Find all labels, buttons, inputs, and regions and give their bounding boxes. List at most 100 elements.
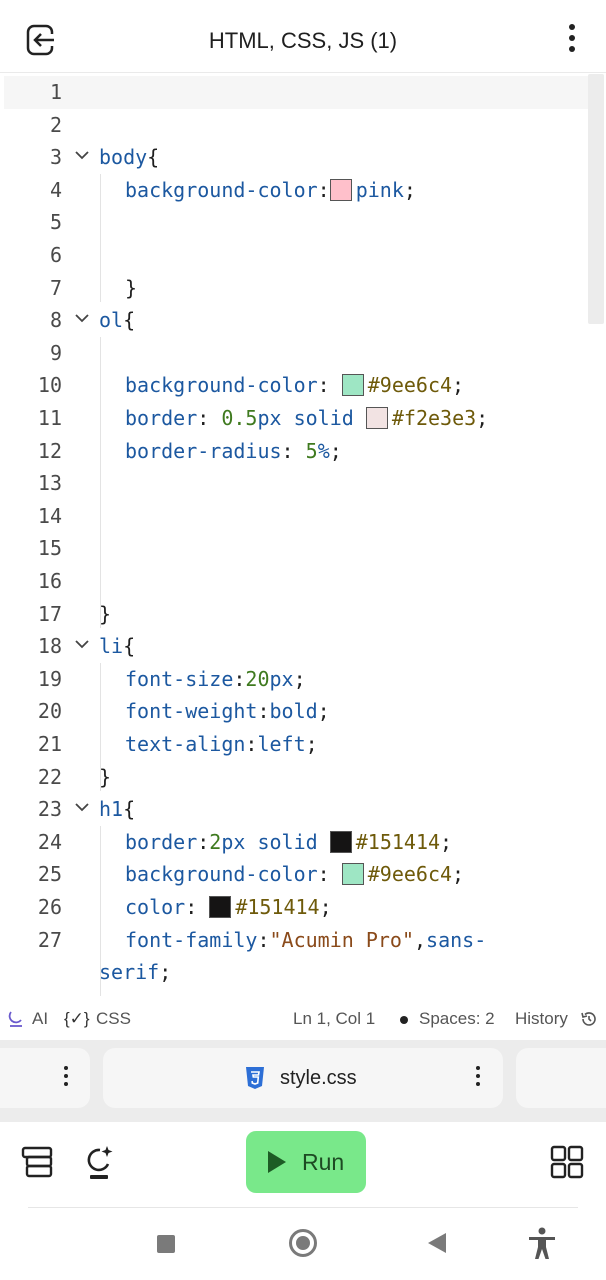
layout-panels-icon[interactable]	[20, 1142, 54, 1182]
code-line[interactable]: 5	[0, 206, 606, 239]
line-number: 17	[37, 601, 62, 626]
code-token: bold	[269, 699, 318, 724]
code-text: h1{	[99, 797, 135, 821]
file-tab-next[interactable]	[516, 1048, 606, 1108]
ai-label[interactable]: AI	[32, 1009, 49, 1028]
code-text: border:2px solid #151414;	[99, 830, 452, 854]
code-token: solid	[245, 829, 330, 854]
fold-chevron-icon[interactable]	[72, 796, 92, 816]
color-swatch[interactable]	[329, 178, 352, 201]
history-icon[interactable]	[580, 1010, 598, 1028]
code-token: background-color	[125, 177, 318, 202]
color-swatch[interactable]	[365, 407, 388, 429]
code-line[interactable]: 22}	[0, 761, 606, 794]
code-line[interactable]: serif;	[0, 956, 606, 989]
line-number: 16	[37, 569, 62, 593]
code-line[interactable]: 15	[0, 532, 606, 565]
back-icon[interactable]	[428, 1233, 446, 1253]
history-button[interactable]: History	[515, 1009, 568, 1028]
code-token: li	[99, 634, 124, 659]
code-token: ;	[305, 732, 318, 756]
run-button[interactable]: Run	[246, 1131, 366, 1193]
line-number: 18	[37, 634, 62, 659]
code-token: px	[257, 406, 282, 430]
cursor-position[interactable]: Ln 1, Col 1	[293, 1009, 376, 1028]
line-number: 19	[37, 666, 62, 691]
exit-icon[interactable]	[24, 22, 60, 58]
toolbar-divider	[28, 1207, 578, 1208]
recents-icon[interactable]	[157, 1235, 175, 1253]
grid-apps-icon[interactable]	[550, 1142, 584, 1182]
color-swatch[interactable]	[341, 374, 364, 397]
code-token: ,	[414, 927, 427, 952]
code-token: left	[257, 732, 306, 756]
code-token: ;	[476, 406, 489, 430]
color-swatch[interactable]	[341, 863, 364, 886]
line-number: 10	[37, 373, 62, 398]
ai-icon[interactable]	[8, 1010, 24, 1028]
tab-menu-icon[interactable]	[475, 1066, 481, 1090]
code-token: h1	[99, 797, 124, 822]
code-line[interactable]: 1	[4, 76, 588, 109]
code-text: font-weight:bold;	[99, 699, 330, 723]
code-token: border	[125, 829, 198, 854]
code-token: ;	[319, 895, 332, 919]
file-tab-active[interactable]: style.css	[103, 1048, 503, 1108]
code-line[interactable]: 17}	[0, 598, 606, 631]
code-line[interactable]: 13	[0, 467, 606, 500]
color-swatch[interactable]	[209, 896, 232, 918]
accessibility-icon[interactable]	[527, 1227, 557, 1261]
language-label[interactable]: CSS	[96, 1009, 131, 1028]
code-text: border-radius: 5%;	[99, 439, 342, 463]
indent-spaces[interactable]: Spaces: 2	[419, 1009, 495, 1028]
code-line[interactable]: 6	[0, 239, 606, 272]
code-token: solid	[281, 406, 366, 430]
line-number: 25	[37, 862, 62, 887]
fold-chevron-icon[interactable]	[72, 307, 92, 327]
tab-menu-icon[interactable]	[63, 1066, 69, 1090]
code-token: ;	[452, 862, 465, 887]
more-options-icon[interactable]	[568, 24, 576, 56]
code-line[interactable]: 16	[0, 565, 606, 598]
code-token: body	[99, 145, 148, 170]
code-token: :	[281, 438, 306, 463]
line-number: 13	[37, 471, 62, 496]
code-line[interactable]: 14	[0, 500, 606, 533]
file-tab-previous[interactable]	[0, 1048, 90, 1108]
color-swatch[interactable]	[329, 830, 352, 853]
code-text: }	[99, 602, 111, 626]
code-text: ol{	[99, 308, 135, 332]
language-icon: {✓}	[64, 1009, 90, 1028]
code-line[interactable]: 28font-size:2.5	[0, 989, 606, 996]
code-line[interactable]: 7}	[0, 272, 606, 305]
code-token: font-family	[125, 927, 258, 952]
code-line[interactable]: 9	[0, 337, 606, 370]
line-number: 15	[37, 536, 62, 561]
code-text: }	[99, 276, 137, 300]
code-token: sans-	[426, 927, 487, 952]
ai-assistant-icon[interactable]	[82, 1142, 116, 1182]
home-icon[interactable]	[289, 1229, 317, 1257]
code-line[interactable]: 2	[0, 109, 606, 142]
app-header: HTML, CSS, JS (1)	[0, 8, 606, 72]
fold-chevron-icon[interactable]	[72, 144, 92, 164]
fold-chevron-icon[interactable]	[72, 633, 92, 653]
editor-scrollbar[interactable]	[588, 74, 604, 324]
code-token: ;	[293, 666, 306, 691]
